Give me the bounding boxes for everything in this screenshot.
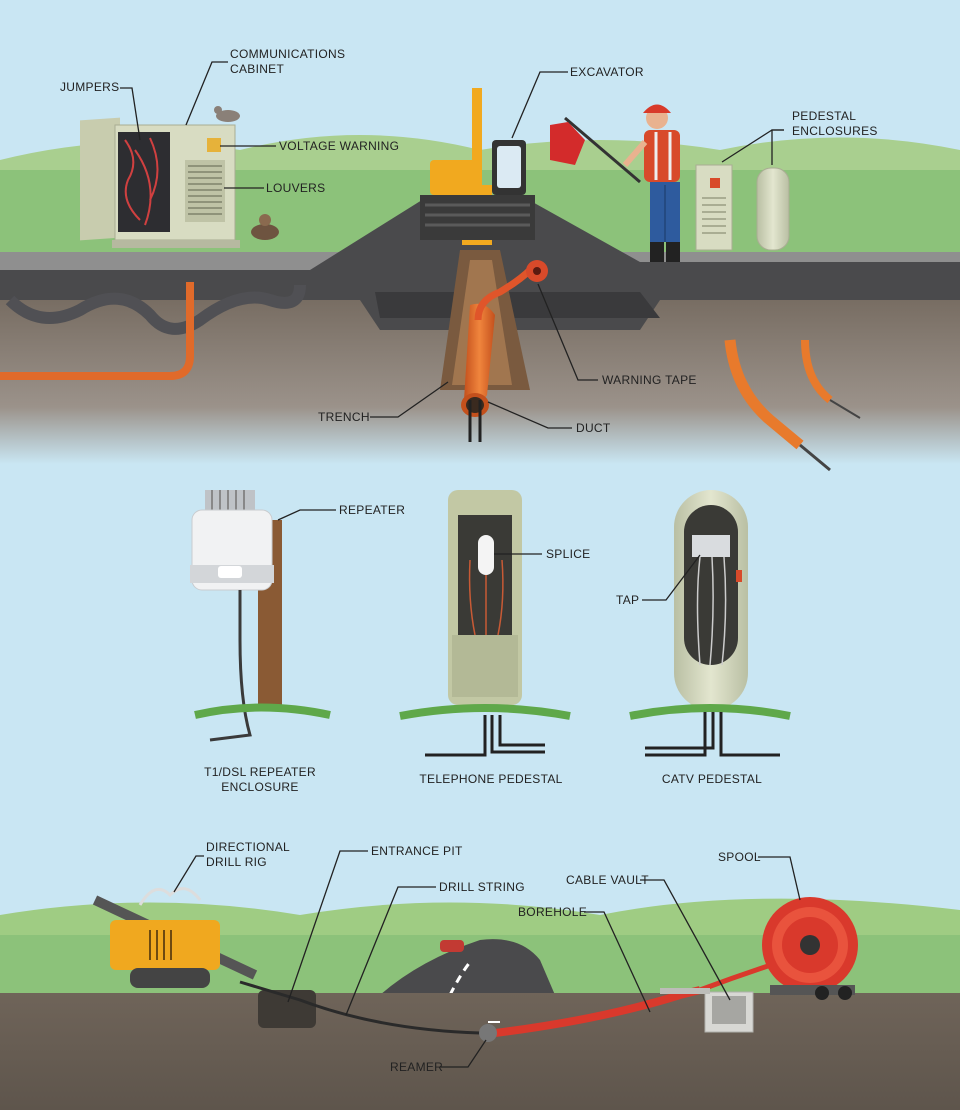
label-communications-cabinet: COMMUNICATIONS CABINET xyxy=(230,47,346,76)
label-directional-drill-rig: DIRECTIONAL DRILL RIG xyxy=(206,840,290,869)
label-catv-pedestal: CATV PEDESTAL xyxy=(661,772,763,786)
label-entrance-pit: ENTRANCE PIT xyxy=(371,844,463,858)
excavator xyxy=(420,88,535,245)
pedestal-enclosures xyxy=(695,164,790,251)
cable-spool xyxy=(762,897,858,1000)
label-reamer: REAMER xyxy=(390,1060,444,1074)
label-tap: TAP xyxy=(616,593,640,607)
warning-tape xyxy=(474,267,533,321)
label-telephone-pedestal: TELEPHONE PEDESTAL xyxy=(419,772,563,786)
label-warning-tape: WARNING TAPE xyxy=(602,373,697,387)
label-duct: DUCT xyxy=(576,421,611,435)
label-pedestal-enclosures: PEDESTAL ENCLOSURES xyxy=(792,109,878,138)
label-spool: SPOOL xyxy=(718,850,761,864)
drill-string xyxy=(239,980,481,1035)
label-splice: SPLICE xyxy=(546,547,591,561)
label-voltage-warning: VOLTAGE WARNING xyxy=(279,139,400,153)
bottom-scene xyxy=(0,887,960,1110)
top-scene xyxy=(0,88,960,472)
label-louvers: LOUVERS xyxy=(266,181,326,195)
flagger-worker xyxy=(550,104,680,262)
catv-pedestal-illustration xyxy=(629,490,791,757)
duct-pipe xyxy=(464,303,495,404)
buried-duct-orange xyxy=(0,282,194,380)
label-jumpers: JUMPERS xyxy=(60,80,120,94)
telephone-pedestal-illustration xyxy=(399,490,571,757)
leader-lines xyxy=(120,61,801,1068)
label-cable-vault: CABLE VAULT xyxy=(566,873,649,887)
reamer xyxy=(479,1024,497,1042)
directional-drill-rig xyxy=(92,887,258,988)
borehole xyxy=(494,986,701,1037)
label-trench: TRENCH xyxy=(318,410,370,424)
label-borehole: BOREHOLE xyxy=(518,905,588,919)
communications-cabinet xyxy=(80,106,279,248)
repeater-enclosure-illustration xyxy=(190,490,331,742)
label-repeater-enclosure: T1/DSL REPEATER ENCLOSURE xyxy=(204,765,316,794)
label-drill-string: DRILL STRING xyxy=(439,880,525,894)
buried-cable-gray xyxy=(5,284,306,335)
label-repeater: REPEATER xyxy=(339,503,406,517)
label-excavator: EXCAVATOR xyxy=(570,65,644,79)
middle-scene xyxy=(190,490,791,757)
